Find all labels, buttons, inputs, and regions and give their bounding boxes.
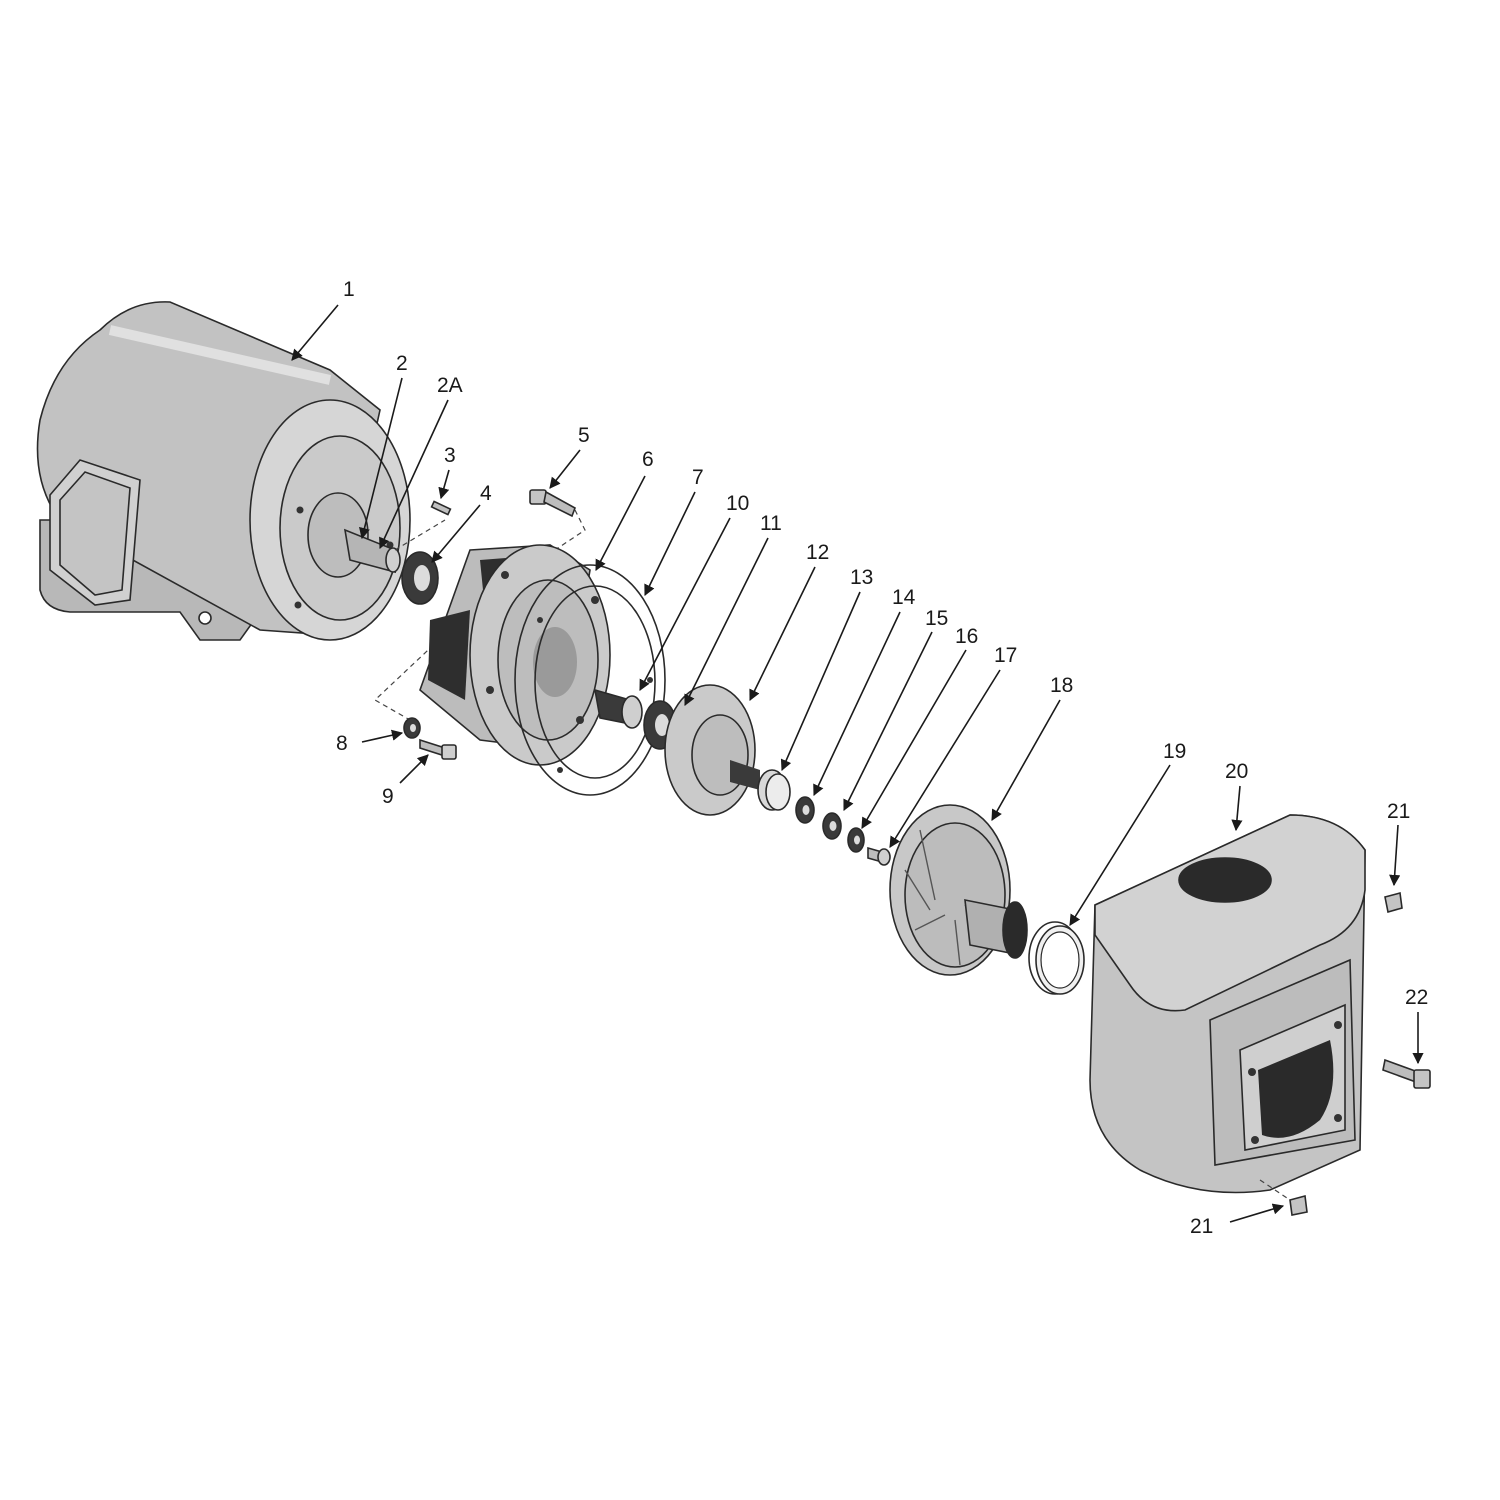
- callout-15: 15: [925, 607, 948, 630]
- callout-20: 20: [1225, 760, 1248, 783]
- callout-7: 7: [692, 466, 704, 489]
- washer-part-8: [403, 717, 421, 739]
- washer-part-15: [822, 812, 842, 840]
- ring-part-13: [757, 769, 791, 811]
- callout-18: 18: [1050, 674, 1073, 697]
- callout-11: 11: [760, 512, 782, 535]
- alignment-line: [394, 519, 446, 551]
- callout-8: 8: [336, 732, 348, 755]
- plug-part-21-top: [1384, 891, 1403, 914]
- impeller-part-18: [889, 804, 1028, 976]
- callout-13: 13: [850, 566, 873, 589]
- washer-part-4: [401, 551, 439, 605]
- callout-4: 4: [480, 482, 492, 505]
- callout-12: 12: [806, 541, 829, 564]
- callout-21-bottom: 21: [1190, 1215, 1213, 1238]
- callout-22: 22: [1405, 986, 1428, 1009]
- plug-part-21-bottom: [1289, 1194, 1308, 1216]
- bolt-part-17: [867, 846, 891, 866]
- bolt-part-22: [1382, 1058, 1431, 1089]
- callout-17: 17: [994, 644, 1017, 667]
- seal-part-10: [593, 688, 643, 729]
- callout-14: 14: [892, 586, 916, 609]
- callout-2: 2: [396, 352, 408, 375]
- callout-5: 5: [578, 424, 590, 447]
- leader-lines: [291, 304, 1424, 1223]
- callout-2a: 2A: [437, 374, 463, 397]
- motor: [36, 301, 411, 641]
- callout-3: 3: [444, 444, 456, 467]
- washer-part-16: [847, 827, 865, 853]
- callout-9: 9: [382, 785, 394, 808]
- key: [430, 500, 452, 516]
- callout-labels: 1 2 2A 3 4 5 6 7 10 11 12 13 14 15 16 17…: [336, 278, 1428, 1238]
- wear-ring-part-19: [1028, 921, 1085, 995]
- callout-16: 16: [955, 625, 978, 648]
- bolt-part-5: [529, 489, 576, 518]
- washer-part-14: [795, 796, 815, 824]
- callout-19: 19: [1163, 740, 1186, 763]
- seal-plate-part-12: [664, 684, 760, 816]
- callout-21-top: 21: [1387, 800, 1410, 823]
- adapter-bracket: [419, 544, 611, 766]
- callout-1: 1: [343, 278, 355, 301]
- alignment-line: [554, 509, 586, 551]
- callout-6: 6: [642, 448, 654, 471]
- bolt-part-9: [419, 738, 457, 760]
- alignment-line: [1259, 1179, 1291, 1201]
- callout-10: 10: [726, 492, 749, 515]
- pump-casing-part-20: [1089, 814, 1366, 1194]
